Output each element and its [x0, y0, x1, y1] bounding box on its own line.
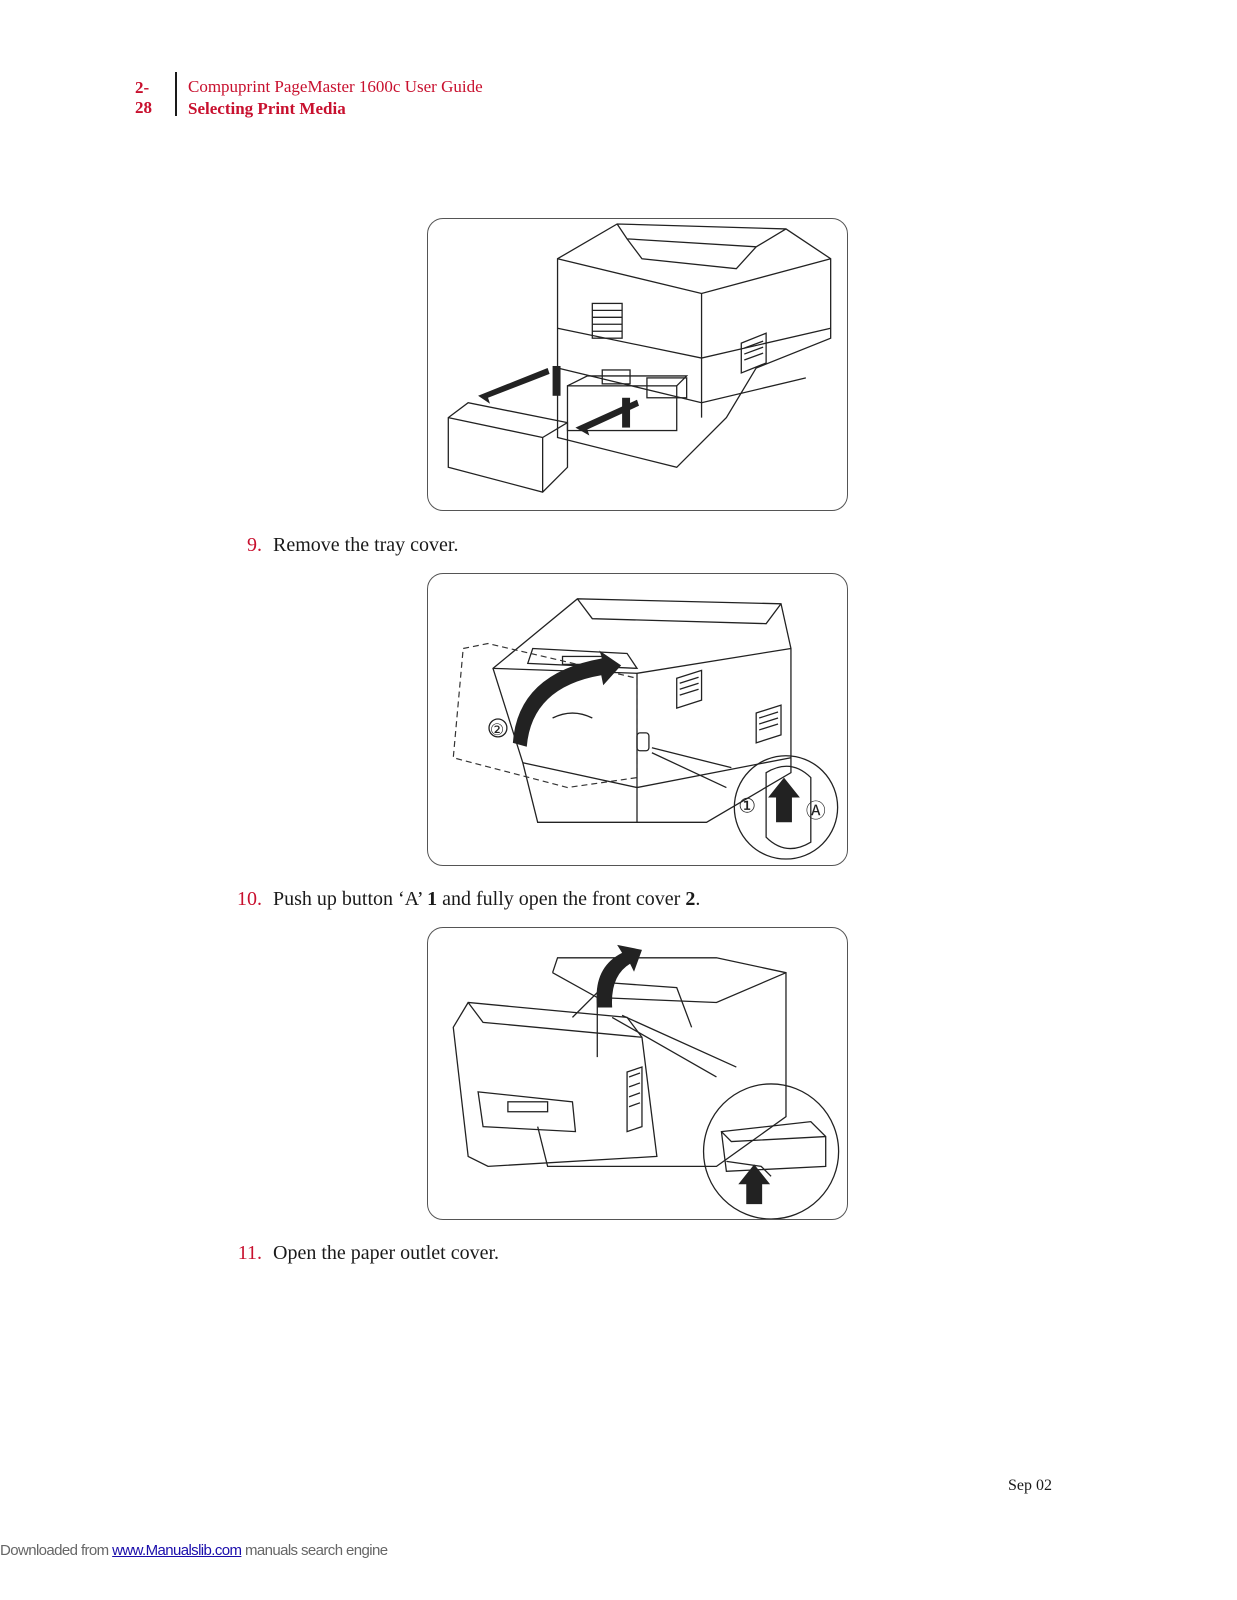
manualslib-link[interactable]: www.Manualslib.com [112, 1542, 242, 1559]
footer-prefix: Downloaded from [0, 1542, 113, 1559]
callout-2-label: ② [490, 720, 504, 739]
figure-open-front-cover: ② ① Ⓐ [427, 573, 848, 866]
document-title: Compuprint PageMaster 1600c User Guide [188, 77, 483, 96]
footer-suffix: manuals search engine [241, 1542, 388, 1559]
printer-open-cover-illustration [452, 944, 840, 1219]
page-date: Sep 02 [1008, 1477, 1052, 1494]
download-footer: Downloaded from www.Manualslib.com manua… [0, 1542, 388, 1559]
header-divider [175, 72, 177, 116]
step-text-part: and fully open the front cover [437, 888, 686, 910]
step-text: Open the paper outlet cover. [273, 1242, 500, 1264]
step-10: 10. Push up button ‘A’ 1 and fully open t… [220, 888, 700, 911]
figure-remove-tray-cover [427, 218, 848, 511]
step-text-part: Push up button ‘A’ [273, 888, 428, 910]
section-title: Selecting Print Media [188, 99, 346, 118]
printer-front-illustration: ② ① Ⓐ [452, 598, 839, 860]
step-9: 9. Remove the tray cover. [220, 534, 459, 557]
step-callout-2: 2 [685, 888, 696, 910]
page-number: 2-28 [135, 78, 152, 117]
printer-rear-illustration [447, 223, 832, 493]
step-number: 11. [237, 1242, 262, 1264]
callout-a-label: Ⓐ [806, 799, 826, 822]
step-text-part: . [695, 888, 701, 910]
step-number: 10. [237, 888, 262, 910]
callout-1-label: ① [738, 794, 756, 817]
step-text: Push up button ‘A’ 1 and fully open the … [273, 888, 700, 910]
step-callout-1: 1 [427, 888, 438, 910]
step-number: 9. [247, 534, 262, 556]
step-11: 11. Open the paper outlet cover. [220, 1242, 499, 1265]
step-text: Remove the tray cover. [273, 534, 459, 556]
figure-open-paper-outlet-cover [427, 927, 848, 1220]
